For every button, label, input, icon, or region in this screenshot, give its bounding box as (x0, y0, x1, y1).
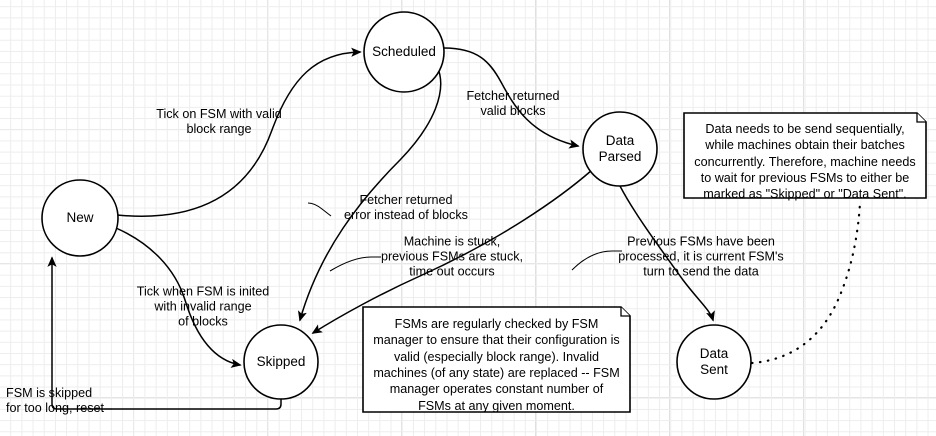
state-label-new: New (66, 209, 94, 225)
note-sequential-box (683, 112, 927, 199)
note-text-manager: FSMs are regularly checked by FSM manage… (373, 317, 620, 413)
leader-fetcher-error (307, 202, 332, 217)
edge-data-parsed-to-data-sent (619, 185, 715, 322)
edge-label-fetcher-valid: Fetcher returned valid blocks (466, 89, 560, 118)
edge-data-parsed-to-skipped (311, 169, 593, 334)
state-node-skipped[interactable] (243, 324, 319, 400)
edge-new-to-scheduled (116, 47, 362, 217)
state-label-skipped: Skipped (256, 353, 306, 369)
edge-label-fsm-reset: FSM is skipped for too long, reset (6, 386, 105, 415)
edge-skipped-to-new (47, 256, 282, 410)
edge-label-machine-stuck: Machine is stuck, previous FSMs are stuc… (380, 234, 524, 279)
edge-label-previous-done: Previous FSMs have been processed, it is… (618, 234, 784, 279)
leader-previous-done (571, 250, 622, 271)
edge-data-sent-to-note-dotted (750, 201, 862, 365)
state-label-data-parsed: Data Parsed (598, 132, 642, 164)
note-text-sequential: Data needs to be send sequentially, whil… (694, 122, 916, 202)
state-node-scheduled[interactable] (363, 11, 445, 93)
edge-new-to-skipped (115, 227, 242, 368)
leader-machine-stuck (329, 256, 381, 272)
state-node-data-sent[interactable] (676, 324, 752, 400)
edge-label-fetcher-error: Fetcher returned error instead of blocks (344, 193, 468, 222)
edge-scheduled-to-skipped (297, 65, 442, 322)
note-manager-box (362, 306, 631, 413)
edge-label-tick-valid: Tick on FSM with valid block range (156, 107, 282, 136)
edge-scheduled-to-data-parsed (443, 47, 580, 149)
state-label-data-sent: Data Sent (699, 345, 729, 377)
state-node-new[interactable] (41, 179, 119, 257)
edge-label-tick-invalid: Tick when FSM is inited with invalid ran… (136, 284, 270, 329)
state-node-data-parsed[interactable] (582, 111, 658, 187)
state-label-scheduled: Scheduled (372, 43, 436, 59)
